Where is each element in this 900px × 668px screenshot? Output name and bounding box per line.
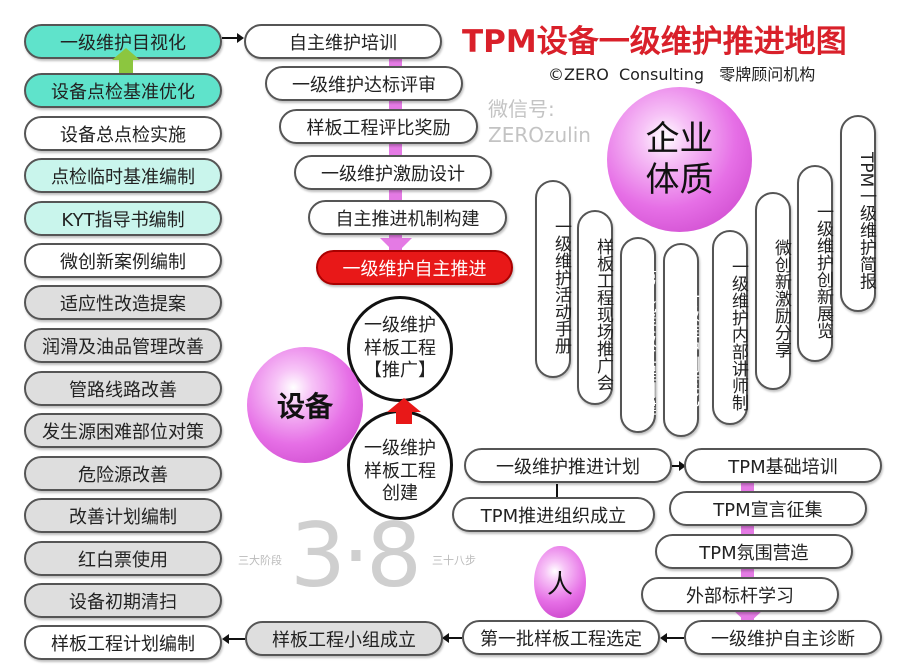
arrow-up-line xyxy=(556,484,558,498)
vertical-item-red: 第n批样板工程创建 xyxy=(620,237,656,433)
left-item: 点检临时基准编制 xyxy=(24,158,222,193)
vertical-item: 一级维护内部讲师制 xyxy=(712,230,748,425)
vertical-item: 样板工程现场推广会 xyxy=(577,210,613,405)
left-item: 发生源困难部位对策 xyxy=(24,413,222,448)
red-up-arrow-icon xyxy=(387,398,421,412)
left-item: 管路线路改善 xyxy=(24,371,222,406)
vertical-item: 一级维护活动手册 xyxy=(535,180,571,378)
left-item: KYT指导书编制 xyxy=(24,201,222,236)
subtitle: ©ZERO Consulting 零牌顾问机构 xyxy=(548,65,816,84)
ladder-item: 一级维护激励设计 xyxy=(294,155,492,190)
arrow-left xyxy=(660,633,684,643)
flow-org: TPM推进组织成立 xyxy=(452,497,655,532)
vertical-item: 一级维护创新展览 xyxy=(797,165,833,362)
flow-manifesto: TPM宣言征集 xyxy=(669,491,867,526)
flow-diagnosis: 一级维护自主诊断 xyxy=(684,620,882,655)
vertical-item: 微创新激励分享 xyxy=(755,192,791,390)
flow-plan: 一级维护推进计划 xyxy=(464,448,672,483)
vertical-item-green: 一级维护制度化 xyxy=(663,243,699,437)
watermark: 微信号: ZEROzulin xyxy=(488,97,591,147)
left-item: 改善计划编制 xyxy=(24,498,222,533)
ladder-item: 自主维护培训 xyxy=(244,24,442,59)
left-item: 微创新案例编制 xyxy=(24,243,222,278)
left-item: 危险源改善 xyxy=(24,456,222,491)
flow-team: 样板工程小组成立 xyxy=(245,621,443,656)
flow-benchmark: 外部标杆学习 xyxy=(641,577,839,612)
red-up-arrow-shaft xyxy=(396,411,412,424)
left-item: 样板工程计划编制 xyxy=(24,625,222,660)
left-item: 红白票使用 xyxy=(24,541,222,576)
arrow-right xyxy=(672,461,686,471)
title: TPM设备一级维护推进地图 xyxy=(462,24,847,60)
flow-basic-training: TPM基础培训 xyxy=(684,448,882,483)
enterprise-ball: 企业 体质 xyxy=(607,87,752,232)
left-item: 设备总点检实施 xyxy=(24,116,222,151)
arrow-left xyxy=(442,633,462,643)
left-item: 设备初期清扫 xyxy=(24,583,222,618)
flow-select: 第一批样板工程选定 xyxy=(462,620,660,655)
vertical-item: TPM一级维护简报 xyxy=(840,115,876,312)
promote-circle: 一级维护 样板工程 【推广】 xyxy=(347,296,453,402)
stages-left-label: 三大阶段 xyxy=(238,554,282,567)
equipment-ball: 设备 xyxy=(247,347,363,463)
up-arrow-shaft xyxy=(119,60,133,73)
stages-right-label: 三十八步 xyxy=(432,554,476,567)
ladder-item: 一级维护达标评审 xyxy=(265,66,463,101)
arrow-left xyxy=(222,634,245,644)
flow-atmosphere: TPM氛围营造 xyxy=(655,534,853,569)
people-ball: 人 xyxy=(534,546,586,618)
arrow-right xyxy=(222,33,244,43)
ladder-item: 自主推进机制构建 xyxy=(308,200,507,235)
ladder-item-highlight: 一级维护自主推进 xyxy=(316,250,513,285)
stages-number: 3·8 xyxy=(290,504,422,607)
left-item: 润滑及油品管理改善 xyxy=(24,328,222,363)
ladder-item: 样板工程评比奖励 xyxy=(279,109,478,144)
left-item: 适应性改造提案 xyxy=(24,285,222,320)
up-arrow-icon xyxy=(112,48,140,60)
left-item: 设备点检基准优化 xyxy=(24,73,222,108)
